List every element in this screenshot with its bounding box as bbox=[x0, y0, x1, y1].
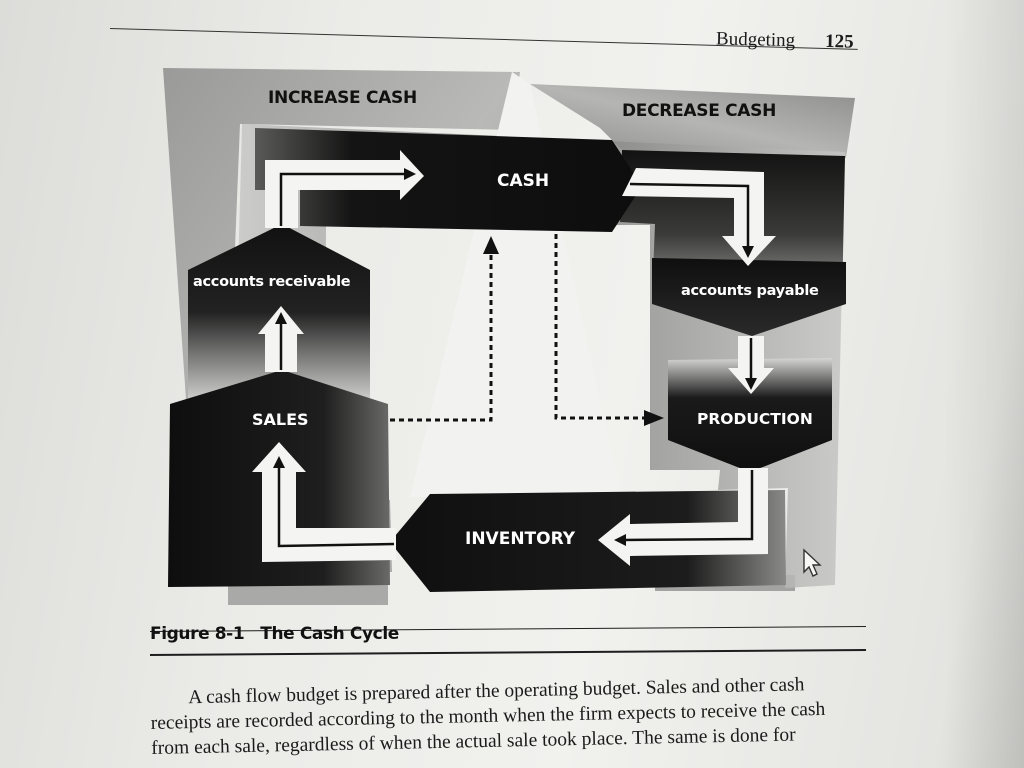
production-to-inventory-arrow-line bbox=[621, 470, 754, 542]
cash-label: CASH bbox=[497, 171, 550, 191]
production-to-inventory-arrow-head bbox=[614, 534, 626, 546]
cash-to-ap-arrow-body bbox=[622, 168, 776, 266]
figure-number: Figure 8-1 bbox=[150, 624, 245, 644]
sales-label: SALES bbox=[252, 410, 309, 429]
production-node bbox=[668, 358, 832, 472]
page-edge-shadow bbox=[944, 0, 1024, 768]
figure-title: The Cash Cycle bbox=[260, 624, 399, 644]
cash-to-ap-arrow-line bbox=[629, 182, 750, 250]
inventory-node bbox=[390, 490, 786, 592]
accounts-payable-label: accounts payable bbox=[681, 283, 819, 299]
cash-to-ap-arrow-head bbox=[742, 246, 754, 258]
cash-to-production-dotted-line bbox=[554, 234, 648, 420]
inventory-to-sales-arrow-body bbox=[252, 442, 396, 562]
accounts-payable-node bbox=[652, 258, 846, 336]
ar-to-cash-arrow-line bbox=[279, 172, 406, 226]
increase-cash-label: INCREASE CASH bbox=[268, 88, 417, 108]
cash-to-production-arrow-head bbox=[644, 410, 664, 426]
base-strip-left bbox=[228, 585, 388, 605]
center-spotlight bbox=[410, 72, 620, 497]
inventory-to-sales-arrow-head bbox=[273, 456, 285, 468]
body-paragraph: A cash flow budget is prepared after the… bbox=[150, 671, 881, 761]
decrease-cash-panel bbox=[530, 84, 855, 158]
sales-to-cash-arrow-head bbox=[483, 236, 499, 254]
inventory-to-sales-arrow-line bbox=[277, 464, 395, 548]
production-label: PRODUCTION bbox=[697, 410, 813, 428]
mouse-pointer-icon bbox=[803, 548, 822, 577]
cash-node bbox=[255, 128, 642, 232]
ar-to-cash-arrow-head bbox=[404, 168, 416, 180]
figure-caption: Figure 8-1 The Cash Cycle bbox=[150, 624, 399, 644]
accounts-receivable-label: accounts receivable bbox=[193, 274, 351, 290]
ar-to-cash-arrow-body bbox=[265, 150, 424, 228]
decrease-cash-label: DECREASE CASH bbox=[622, 101, 777, 121]
ap-to-production-arrow-head bbox=[745, 378, 757, 390]
sales-to-cash-dotted-line bbox=[390, 250, 493, 422]
inventory-label: INVENTORY bbox=[465, 529, 576, 549]
sales-to-ar-arrow-head bbox=[275, 312, 287, 324]
production-to-inventory-arrow-body bbox=[598, 468, 768, 566]
